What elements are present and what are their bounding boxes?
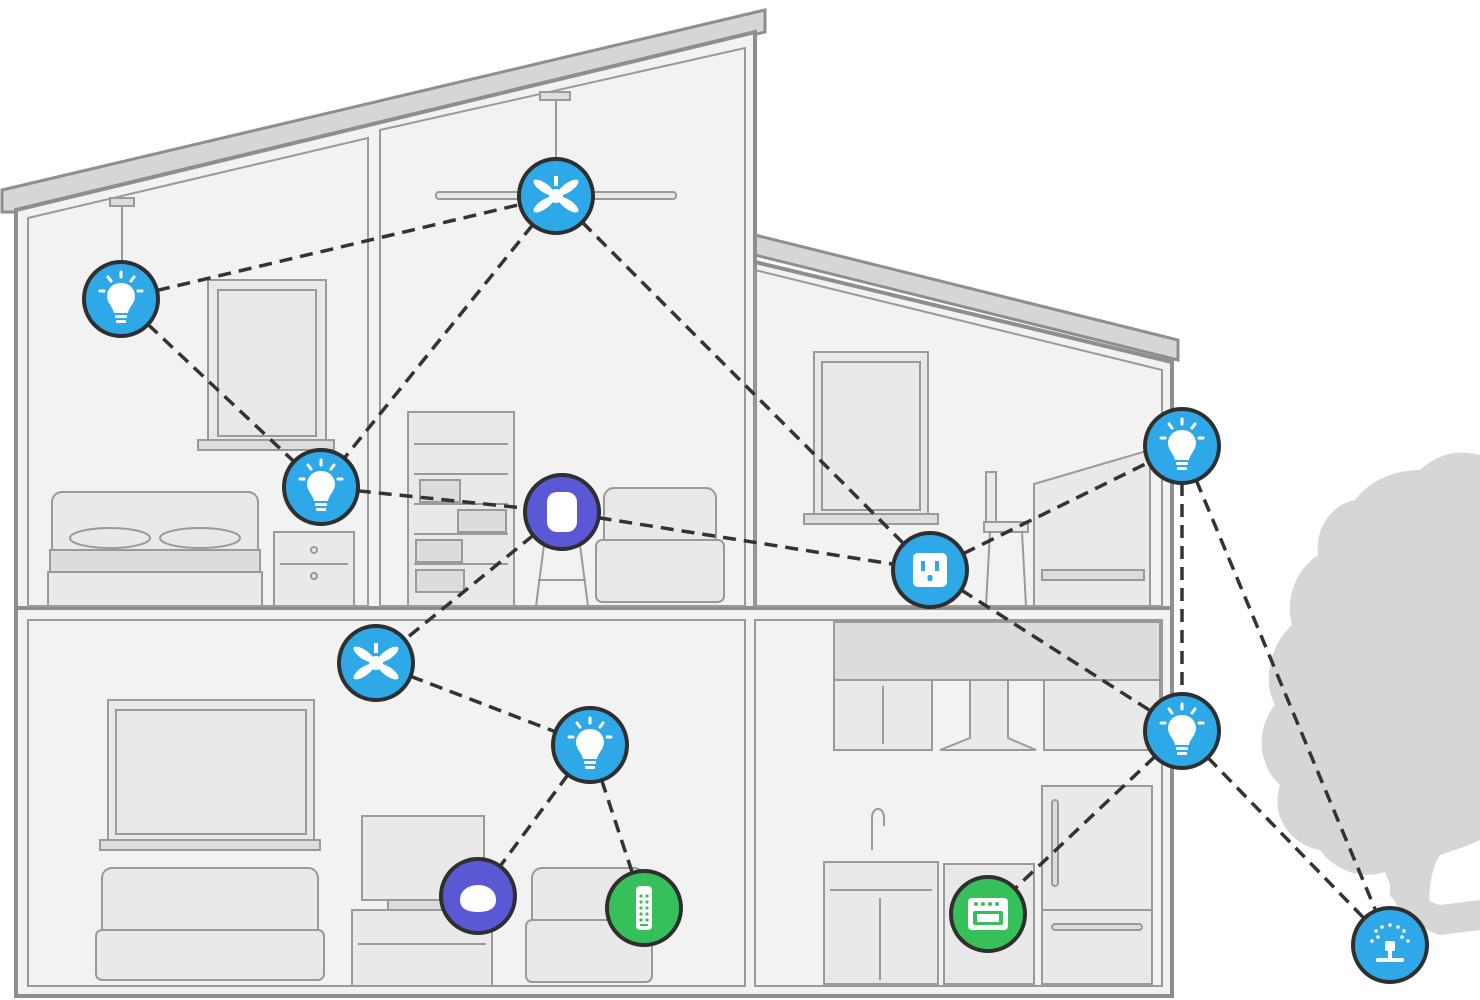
mesh-link-outlet-study-to-bulb-exterior-top — [962, 460, 1150, 556]
mesh-link-bulb-nightstand-to-speaker-den — [357, 489, 526, 510]
mesh-link-bulb-bedroom-to-bulb-nightstand — [146, 323, 296, 463]
lightbulb-icon — [1159, 702, 1205, 755]
device-speaker-den[interactable] — [523, 473, 601, 551]
device-bulb-exterior-top[interactable] — [1143, 407, 1221, 485]
device-remote-living[interactable] — [605, 869, 683, 947]
lightbulb-icon — [567, 716, 613, 769]
lightbulb-icon — [1159, 417, 1205, 470]
ceiling-fan-icon — [353, 643, 399, 680]
mesh-link-fan-bedroom-to-bulb-nightstand — [342, 223, 535, 460]
mesh-link-outlet-study-to-bulb-exterior-bottom — [960, 588, 1152, 713]
device-nodes — [82, 157, 1429, 984]
device-speaker-living[interactable] — [439, 857, 517, 935]
mesh-link-fan-bedroom-to-outlet-study — [580, 220, 906, 546]
mesh-link-bulb-exterior-top-to-sprinkler-yard — [1194, 479, 1378, 912]
device-outlet-study[interactable] — [891, 531, 969, 609]
mesh-link-bulb-exterior-bottom-to-oven-kitchen — [1013, 755, 1157, 890]
yard-tree — [1261, 452, 1480, 935]
mesh-links — [146, 202, 1378, 920]
power-outlet-icon — [913, 553, 947, 587]
mesh-link-speaker-den-to-fan-living — [403, 533, 535, 642]
mesh-link-bulb-exterior-bottom-to-sprinkler-yard — [1206, 756, 1366, 920]
mesh-link-fan-living-to-bulb-living — [409, 674, 557, 734]
mesh-link-bulb-living-to-speaker-living — [498, 773, 570, 868]
device-bulb-living[interactable] — [551, 706, 629, 784]
study-furniture — [803, 351, 1151, 607]
mesh-link-bulb-living-to-remote-living — [599, 779, 635, 874]
device-fan-living[interactable] — [337, 624, 415, 702]
mini-speaker-icon — [460, 885, 496, 912]
kitchen-furniture — [823, 621, 1161, 985]
mesh-link-speaker-den-to-outlet-study — [598, 516, 894, 566]
device-sprinkler-yard[interactable] — [1351, 906, 1429, 984]
remote-control-icon — [636, 886, 652, 930]
device-oven-kitchen[interactable] — [949, 875, 1027, 953]
device-bulb-exterior-bottom[interactable] — [1143, 692, 1221, 770]
device-bulb-nightstand[interactable] — [282, 448, 360, 526]
smart-speaker-icon — [547, 492, 577, 532]
lightbulb-icon — [298, 458, 344, 511]
bedroom-furniture — [47, 197, 355, 607]
oven-icon — [968, 898, 1008, 930]
ceiling-fan-icon — [533, 176, 579, 213]
device-fan-bedroom[interactable] — [517, 157, 595, 235]
living-room-furniture — [95, 699, 653, 987]
device-bulb-bedroom[interactable] — [82, 260, 160, 338]
roofs — [0, 8, 1180, 362]
lightbulb-icon — [98, 270, 144, 323]
sprinkler-icon — [1370, 923, 1410, 962]
